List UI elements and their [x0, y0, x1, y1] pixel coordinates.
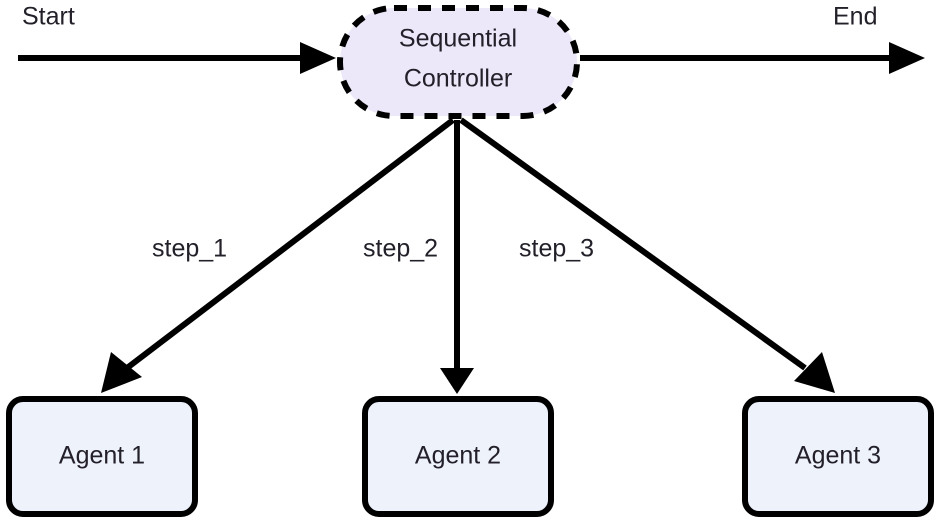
flow-start-arrow [18, 42, 336, 74]
agent-3-shape[interactable] [742, 396, 934, 517]
edge-step-2-arrow-head-icon [440, 368, 474, 394]
edge-step-1-line [125, 117, 455, 371]
node-agent-3[interactable]: Agent 3 [742, 396, 934, 517]
node-agent-2[interactable]: Agent 2 [362, 396, 554, 517]
edge-step-3-label: step_3 [519, 235, 594, 263]
edge-step-3 [459, 117, 835, 393]
agent-3-label: Agent 3 [795, 442, 881, 470]
agent-1-label: Agent 1 [59, 442, 145, 470]
edge-step-1-label: step_1 [152, 235, 227, 263]
edge-step-2-label: step_2 [363, 235, 438, 263]
agent-2-shape[interactable] [362, 396, 554, 517]
controller-label-line-2: Controller [404, 65, 512, 93]
edge-step-3-line [459, 117, 807, 371]
end-arrow-head-icon [889, 42, 925, 74]
controller-label-line-1: Sequential [399, 25, 517, 53]
agent-1-shape[interactable] [6, 396, 198, 517]
edge-step-1-arrow-head-icon [101, 352, 142, 393]
start-label: Start [22, 3, 75, 31]
flow-end-arrow [580, 42, 925, 74]
node-agent-1[interactable]: Agent 1 [6, 396, 198, 517]
agent-2-label: Agent 2 [415, 442, 501, 470]
node-sequential-controller[interactable]: Sequential Controller [337, 5, 580, 119]
controller-shape[interactable] [337, 5, 580, 119]
edge-step-3-arrow-head-icon [794, 352, 835, 393]
edge-step-2 [440, 120, 474, 394]
start-arrow-head-icon [300, 42, 336, 74]
edge-step-1 [101, 117, 455, 393]
end-label: End [833, 3, 877, 31]
